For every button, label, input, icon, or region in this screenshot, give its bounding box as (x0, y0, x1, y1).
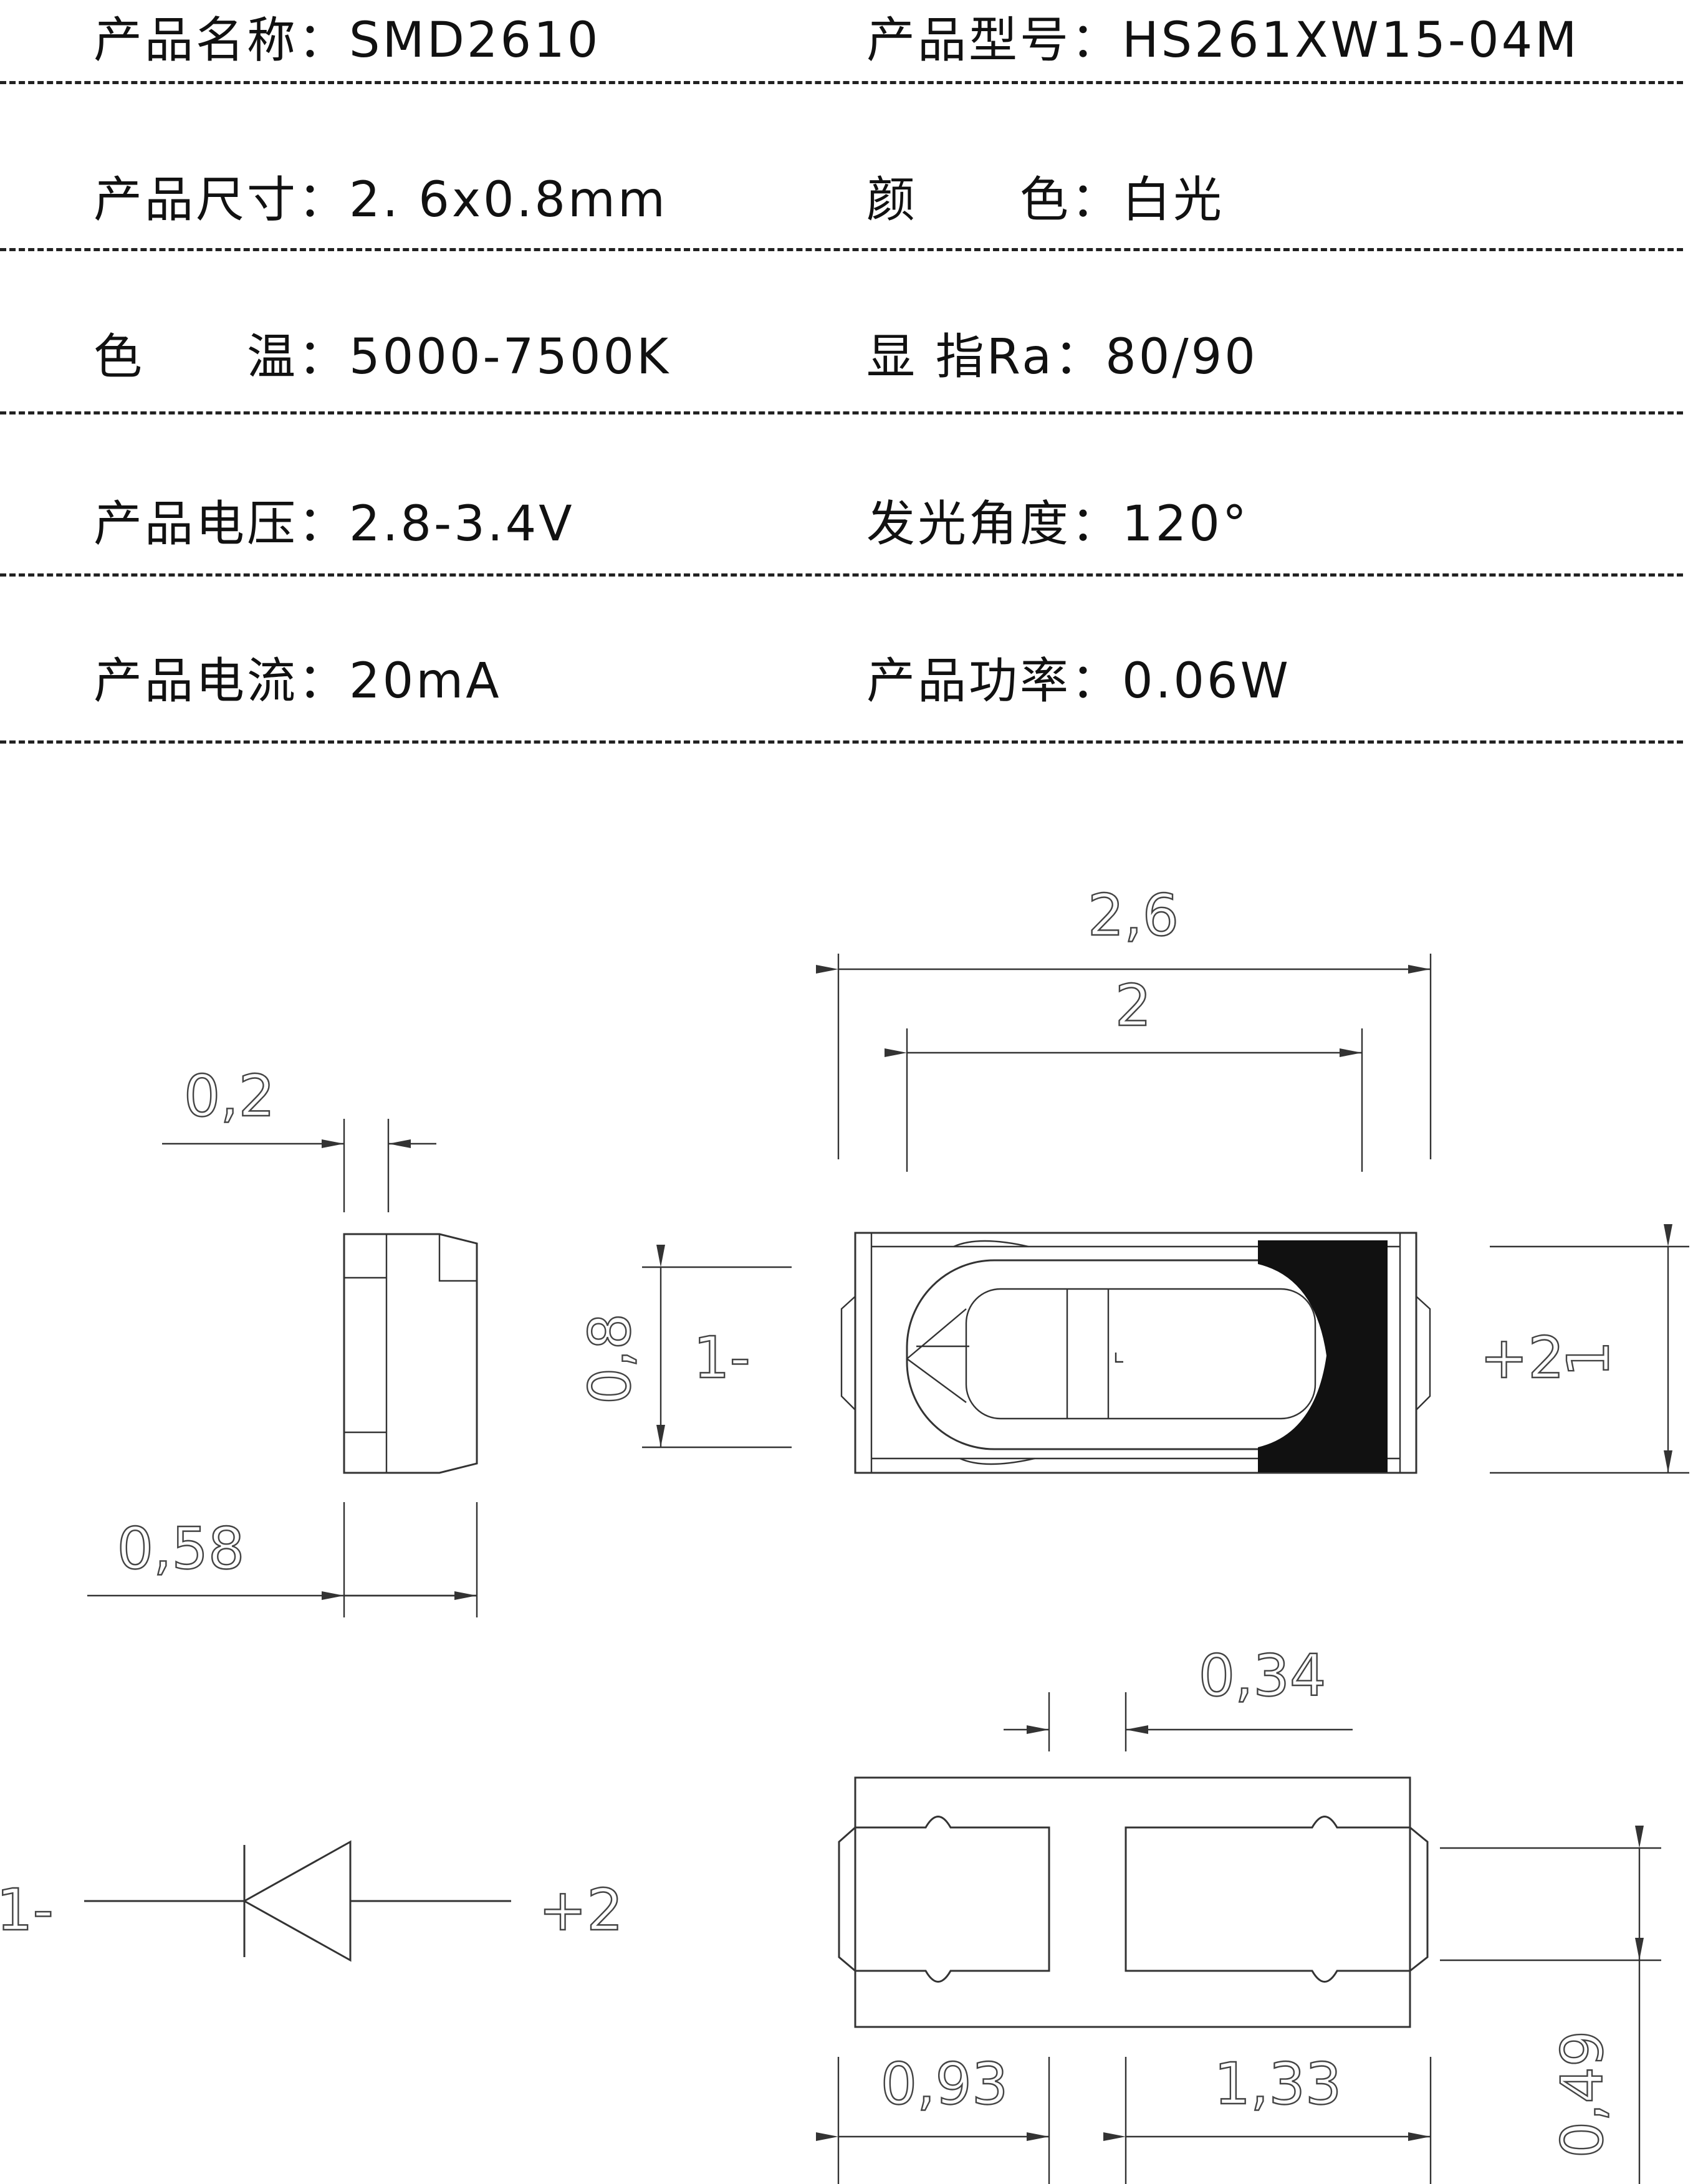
spec-value: 白光 (1122, 172, 1225, 228)
spec-value: 2.8-3.4V (349, 496, 575, 552)
spec-value: 20mA (349, 653, 502, 709)
spec-label: 产品电流： (94, 653, 350, 709)
spec-value: 80/90 (1105, 329, 1258, 385)
spec-row: 色 温：5000-7500K 显 指Ra：80/90 (0, 0, 1693, 385)
spec-value: SMD2610 (349, 12, 601, 69)
spec-row: 产品电流：20mA 产品功率：0.06W (0, 0, 1693, 709)
spec-label: 产品电压： (94, 496, 350, 552)
spec-value: 2. 6x0.8mm (349, 172, 668, 228)
spec-label: 产品尺寸： (94, 172, 350, 228)
dim-side-lip: 0,2 (184, 1063, 275, 1129)
height-dimensions: 0,8 1- +2 1 (576, 1224, 1689, 1474)
pin-plus-label: +2 (1480, 1324, 1565, 1391)
spec-label: 颜 色： (866, 172, 1123, 228)
divider-line (0, 411, 1683, 414)
spec-label: 产品型号： (866, 12, 1123, 69)
spec-row: 产品尺寸：2. 6x0.8mm 颜 色：白光 (0, 0, 1693, 228)
dim-side-depth: 0,58 (117, 1515, 245, 1582)
spec-value: 120° (1122, 496, 1249, 552)
dim-pad-gap: 0,34 (1199, 1642, 1326, 1709)
divider-line (0, 81, 1683, 84)
led-side-view: 0,2 0,58 (87, 1062, 478, 1617)
pin-minus-label: 1- (693, 1324, 751, 1391)
spec-row: 产品名称：SMD2610 产品型号：HS261XW15-04M (0, 0, 1693, 143)
spec-label: 发光角度： (866, 496, 1123, 552)
dim-height: 0,8 (577, 1313, 643, 1404)
diode-symbol: 1- +2 (0, 1840, 624, 1962)
dim-pad-height: 0,49 (1549, 2031, 1616, 2158)
divider-line (0, 740, 1683, 744)
diode-plus-label: +2 (539, 1877, 623, 1943)
technical-drawing: 2,6 2 0,8 1- +2 1 0, (0, 881, 1689, 2184)
spec-value: 5000-7500K (349, 329, 671, 385)
dim-pad-right: 1,33 (1214, 2051, 1342, 2117)
spec-label: 色 温： (94, 329, 350, 385)
top-view-dimensions: 2,6 2 (816, 881, 1432, 1172)
divider-line (0, 573, 1683, 577)
dim-total-height: 1 (1555, 1341, 1622, 1377)
divider-line (0, 248, 1683, 251)
diode-minus-label: 1- (0, 1877, 54, 1943)
dim-total-length: 2,6 (1088, 882, 1179, 949)
dim-inner-length: 2 (1115, 972, 1152, 1039)
spec-label: 产品名称： (94, 12, 350, 69)
spec-row: 产品电压：2.8-3.4V 发光角度：120° (0, 0, 1693, 552)
dim-pad-left: 0,93 (881, 2051, 1009, 2117)
led-top-view (840, 1232, 1431, 1474)
spec-value: HS261XW15-04M (1122, 12, 1580, 69)
led-bottom-view: 0,34 0,93 1,33 0,49 (816, 1642, 1661, 2184)
spec-label: 显 指Ra： (866, 329, 1106, 385)
spec-value: 0.06W (1122, 653, 1291, 709)
spec-label: 产品功率： (866, 653, 1123, 709)
